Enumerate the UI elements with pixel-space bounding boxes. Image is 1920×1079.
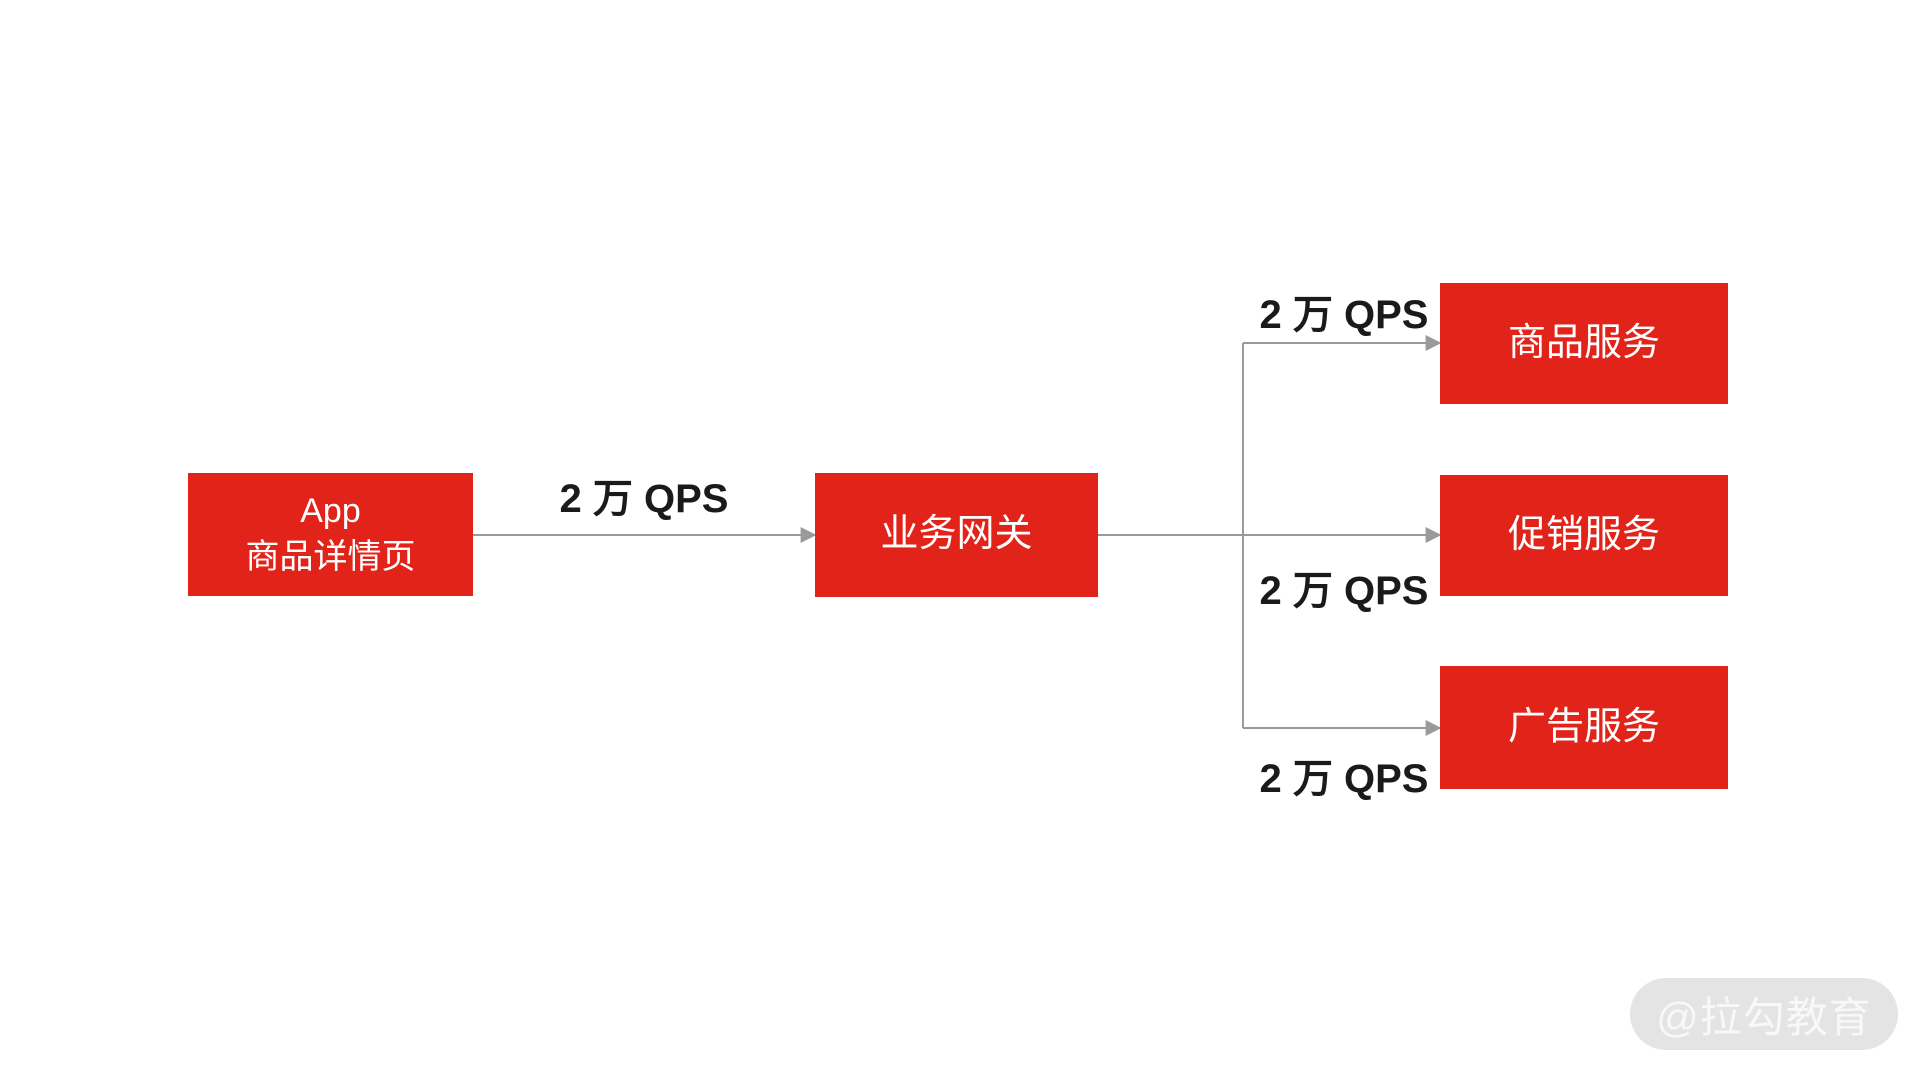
qps-label-app-gateway: 2 万 QPS bbox=[559, 477, 729, 521]
ad-service-node: 广告服务 bbox=[1440, 666, 1728, 789]
qps-label-gateway-promotion: 2 万 QPS bbox=[1259, 569, 1429, 613]
app-node-subtitle: 商品详情页 bbox=[245, 537, 416, 576]
promotion-service-node: 促销服务 bbox=[1440, 475, 1728, 596]
app-node: App 商品详情页 bbox=[188, 473, 473, 596]
gateway-node: 业务网关 bbox=[815, 473, 1098, 597]
qps-label-gateway-ad: 2 万 QPS bbox=[1259, 757, 1429, 801]
app-node-title: App bbox=[300, 491, 361, 530]
watermark-text: @拉勾教育 bbox=[1656, 993, 1872, 1041]
gateway-node-label: 业务网关 bbox=[880, 513, 1033, 556]
product-service-node: 商品服务 bbox=[1440, 283, 1728, 404]
qps-label-gateway-product: 2 万 QPS bbox=[1259, 293, 1429, 337]
product-service-label: 商品服务 bbox=[1507, 321, 1660, 364]
promotion-service-label: 促销服务 bbox=[1507, 513, 1660, 556]
watermark-badge: @拉勾教育 bbox=[1630, 978, 1898, 1050]
ad-service-label: 广告服务 bbox=[1507, 705, 1660, 748]
